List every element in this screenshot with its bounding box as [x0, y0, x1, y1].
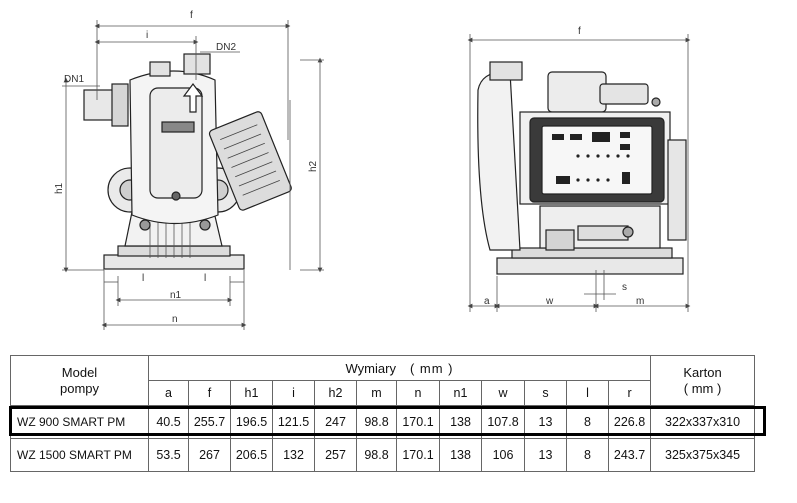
label-dn1: DN1	[64, 74, 84, 85]
value-cell: 53.5	[148, 438, 189, 472]
column-header: n	[396, 380, 440, 406]
header-dimensions-label: Wymiary	[345, 360, 396, 376]
header-model: Model pompy	[10, 355, 149, 406]
value-cell: 8	[566, 405, 609, 439]
front-view-drawing	[83, 53, 292, 270]
value-cell: 247	[314, 405, 357, 439]
label-m-side: m	[636, 296, 644, 307]
value-cell: 243.7	[607, 438, 652, 472]
value-cell: 255.7	[188, 405, 231, 439]
label-l-right: l	[204, 273, 206, 284]
column-header-row: a f h1 i h2 m n n1 w s l r	[11, 380, 755, 406]
label-h1: h1	[54, 182, 65, 194]
value-cell: 98.8	[356, 405, 397, 439]
model-name-cell: WZ 900 SMART PM	[10, 405, 149, 439]
dimensions-table: Model pompy Wymiary( mm ) Karton ( mm ) …	[10, 355, 756, 472]
column-header: m	[356, 380, 397, 406]
column-header: l	[566, 380, 609, 406]
front-view-dimensions	[62, 20, 324, 330]
label-h2: h2	[308, 160, 319, 172]
header-dimensions-unit: ( mm )	[409, 360, 454, 376]
carton-cell: 325x375x345	[650, 438, 756, 472]
value-cell: 8	[566, 438, 609, 472]
column-header: h2	[314, 380, 357, 406]
value-cell: 226.8	[607, 405, 652, 439]
column-header: h1	[230, 380, 273, 406]
value-cell: 121.5	[272, 405, 315, 439]
column-header: i	[272, 380, 315, 406]
label-i-front: i	[146, 30, 148, 41]
value-cell: 138	[439, 405, 482, 439]
model-name-cell: WZ 1500 SMART PM	[10, 438, 149, 472]
header-dimensions: Wymiary ( mm )	[147, 355, 652, 381]
value-cell: 98.8	[356, 438, 397, 472]
value-cell: 138	[439, 438, 482, 472]
header-carton-unit: ( mm )	[683, 380, 722, 396]
label-s-side: s	[622, 282, 627, 293]
value-cell: 13	[524, 438, 567, 472]
side-view-dimensions	[467, 34, 691, 312]
column-header: w	[481, 380, 525, 406]
column-header: s	[524, 380, 567, 406]
value-cell: 132	[272, 438, 315, 472]
header-model-label: Model pompy	[59, 364, 100, 396]
column-header: n1	[439, 380, 482, 406]
side-view-drawing	[477, 61, 687, 275]
table-row: WZ 1500 SMART PM 53.5 267 206.5 132 257 …	[10, 438, 756, 472]
label-w-side: w	[545, 296, 554, 307]
label-f-front: f	[190, 10, 193, 21]
value-cell: 170.1	[396, 438, 440, 472]
value-cell: 267	[188, 438, 231, 472]
label-n1: n1	[170, 290, 182, 301]
technical-drawing: f i DN2 DN1 h1 h2 l l n1 n	[54, 10, 691, 330]
label-dn2: DN2	[216, 42, 236, 53]
column-header: r	[607, 380, 652, 406]
header-carton: Karton ( mm )	[650, 355, 756, 406]
label-f-side: f	[578, 26, 581, 37]
column-header: f	[188, 380, 231, 406]
value-cell: 170.1	[396, 405, 440, 439]
label-l-left: l	[142, 273, 144, 284]
value-cell: 257	[314, 438, 357, 472]
value-cell: 13	[524, 405, 567, 439]
header-carton-label: Karton	[683, 364, 722, 380]
value-cell: 106	[481, 438, 525, 472]
label-n: n	[172, 314, 178, 325]
carton-cell: 322x337x310	[650, 405, 756, 439]
value-cell: 196.5	[230, 405, 273, 439]
value-cell: 206.5	[230, 438, 273, 472]
table-row: WZ 900 SMART PM 40.5 255.7 196.5 121.5 2…	[10, 405, 756, 439]
label-a-side: a	[484, 296, 490, 307]
value-cell: 40.5	[148, 405, 189, 439]
value-cell: 107.8	[481, 405, 525, 439]
column-header: a	[148, 380, 189, 406]
